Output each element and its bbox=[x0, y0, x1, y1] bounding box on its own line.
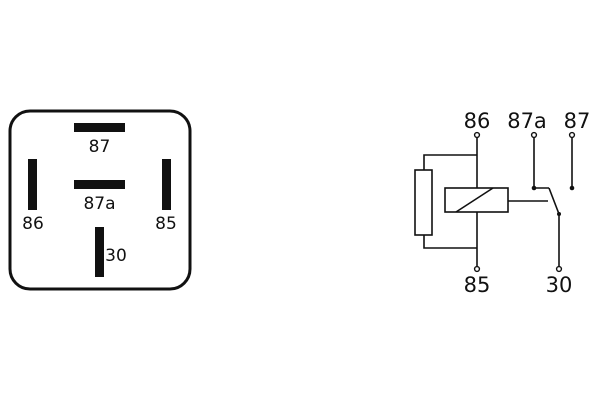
pin-85-label: 85 bbox=[155, 214, 177, 234]
relay-footprint: 87 87a 86 85 30 bbox=[8, 109, 192, 291]
pin-87 bbox=[74, 123, 125, 132]
wire-87a-contact bbox=[533, 137, 549, 189]
coil-circuit bbox=[414, 137, 509, 267]
terminal-86-label: 86 bbox=[464, 109, 491, 133]
wire-resistor-bottom bbox=[423, 235, 477, 249]
pin-87-label: 87 bbox=[89, 137, 111, 157]
relay-housing-outline bbox=[8, 109, 192, 291]
wire-resistor-top bbox=[423, 154, 477, 170]
switch-pivot bbox=[557, 212, 561, 216]
suppression-resistor bbox=[414, 169, 433, 236]
pin-86 bbox=[28, 159, 37, 210]
terminal-87-dot bbox=[568, 131, 576, 139]
contact-87a-point bbox=[531, 185, 537, 191]
terminal-85-dot bbox=[473, 265, 481, 273]
pin-87a bbox=[74, 180, 125, 189]
pin-30-label: 30 bbox=[105, 246, 127, 266]
terminal-87-label: 87 bbox=[564, 109, 591, 133]
switch-contacts bbox=[508, 137, 575, 267]
pin-85 bbox=[162, 159, 171, 210]
terminal-30-dot bbox=[555, 265, 563, 273]
terminal-85-label: 85 bbox=[464, 273, 491, 297]
pin-86-label: 86 bbox=[22, 214, 44, 234]
relay-schematic: 86 87a 87 85 30 bbox=[414, 109, 591, 297]
contact-87-point bbox=[569, 185, 575, 191]
terminal-87a-label: 87a bbox=[507, 109, 547, 133]
pin-30 bbox=[95, 227, 104, 277]
switch-arm bbox=[548, 187, 560, 215]
relay-coil bbox=[444, 187, 509, 213]
terminal-30-label: 30 bbox=[546, 273, 573, 297]
pin-87a-label: 87a bbox=[83, 194, 115, 214]
terminal-87a-dot bbox=[530, 131, 538, 139]
terminal-86-dot bbox=[473, 131, 481, 139]
coil-diagonal-mark bbox=[455, 187, 494, 213]
